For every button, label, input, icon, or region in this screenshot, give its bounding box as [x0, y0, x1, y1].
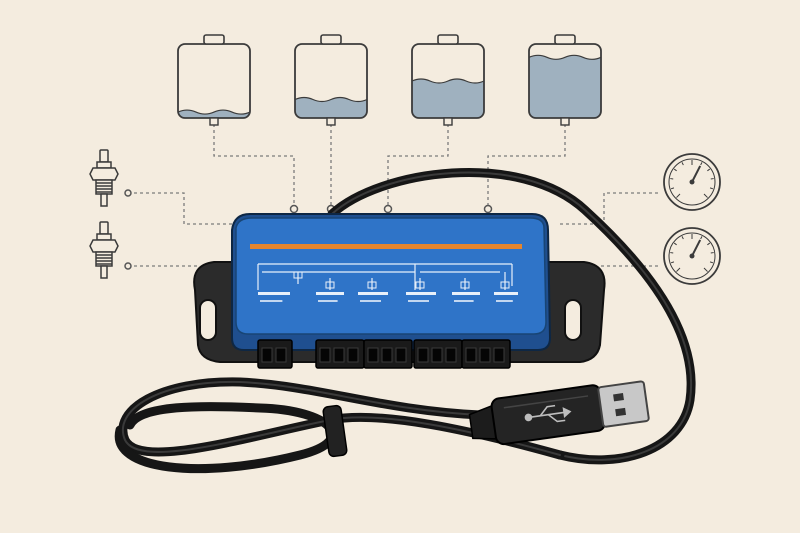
- usb-cable: [327, 167, 696, 465]
- tank-4: [528, 34, 602, 126]
- sensor-1-leader: [128, 192, 236, 225]
- connector-block-1-pin-2: [275, 347, 287, 363]
- tank-1-fluid: [178, 110, 250, 118]
- sensor-leader-lines: [128, 192, 658, 267]
- interface-box: [231, 213, 552, 369]
- connector-block-3-pin-3: [395, 347, 407, 363]
- tank-2: [294, 34, 368, 126]
- connector-block-2-pin-3: [347, 347, 359, 363]
- connector-block-4-pin-3: [445, 347, 457, 363]
- temperature-sensor-group: [89, 149, 119, 279]
- tank-2-cap: [320, 34, 342, 45]
- tank-1-leader: [213, 124, 295, 208]
- gauge-group: [663, 153, 721, 285]
- interface-top-face: [235, 217, 547, 335]
- connector-block-3-pin-2: [381, 347, 393, 363]
- cable-coil-inner: [114, 402, 337, 474]
- sensor-leader-dots: [124, 189, 132, 270]
- tank-group: [177, 34, 602, 126]
- usb-contact-window-2: [615, 407, 627, 417]
- tank-1-body: [177, 43, 251, 119]
- tank-2-fluid: [295, 97, 367, 118]
- connector-block-1: [257, 339, 293, 369]
- temperature-sensor-1: [89, 149, 119, 207]
- connector-block-4-pin-2: [431, 347, 443, 363]
- tank-1-cap: [203, 34, 225, 45]
- connector-block-5-pin-2: [479, 347, 491, 363]
- gauge-1-leader: [560, 192, 658, 225]
- gauge-2: [663, 227, 721, 285]
- tank-4-outlet: [560, 117, 570, 126]
- cable-tie: [322, 404, 348, 458]
- tank-1-outlet: [209, 117, 219, 126]
- connector-block-3-pin-1: [367, 347, 379, 363]
- tank-3-leader: [387, 124, 449, 208]
- gauge-2-needle: [691, 239, 702, 257]
- mounting-slot-left: [199, 299, 217, 341]
- accent-stripe: [250, 244, 522, 249]
- cable-back-highlight: [331, 171, 693, 461]
- usb-plug: [468, 380, 650, 446]
- connector-block-5: [461, 339, 511, 369]
- gauge-1: [663, 153, 721, 211]
- print-label-3: [358, 292, 388, 295]
- temperature-sensor-2: [89, 221, 119, 279]
- connector-block-2-pin-1: [319, 347, 331, 363]
- usb-contact-window-1: [613, 393, 624, 402]
- tank-4-fluid: [529, 55, 601, 118]
- tank-1: [177, 34, 251, 126]
- usb-icon: [524, 404, 572, 423]
- usb-metal-shell: [597, 380, 650, 428]
- connector-block-4-pin-1: [417, 347, 429, 363]
- print-label-2: [316, 292, 344, 295]
- print-label-4: [406, 292, 436, 295]
- connector-block-5-pin-3: [493, 347, 505, 363]
- print-label-6: [494, 292, 518, 295]
- connector-block-4: [413, 339, 463, 369]
- connector-strip: [257, 339, 511, 369]
- connector-block-1-pin-1: [261, 347, 273, 363]
- connector-block-2: [315, 339, 365, 369]
- tank-3-cap: [437, 34, 459, 45]
- tank-leader-dots: [289, 204, 493, 214]
- connector-block-5-pin-1: [465, 347, 477, 363]
- schematic-labels: [258, 271, 518, 302]
- tank-3-fluid: [412, 79, 484, 118]
- tank-leader-lines: [213, 124, 566, 208]
- tank-2-outlet: [326, 117, 336, 126]
- gauge-1-needle: [691, 165, 702, 183]
- mounting-slot-right: [564, 299, 582, 341]
- tank-4-cap: [554, 34, 576, 45]
- tank-3-outlet: [443, 117, 453, 126]
- tank-4-leader: [487, 124, 566, 208]
- print-label-5: [452, 292, 480, 295]
- connector-block-3: [363, 339, 413, 369]
- print-label-1: [258, 292, 290, 295]
- connector-block-2-pin-2: [333, 347, 345, 363]
- tank-3: [411, 34, 485, 126]
